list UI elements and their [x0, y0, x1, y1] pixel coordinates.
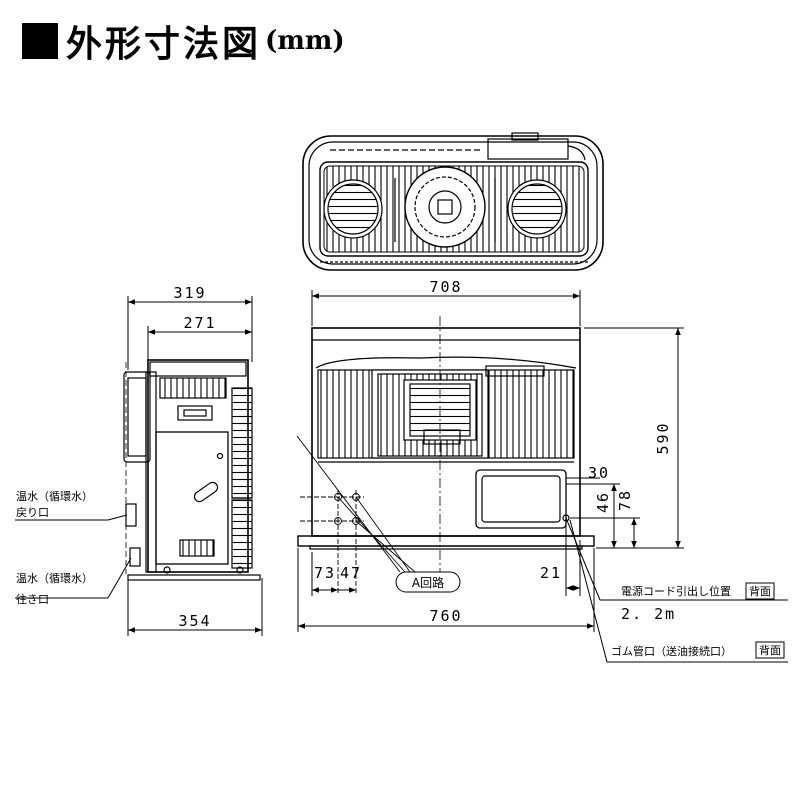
dim-47: 47	[340, 564, 362, 582]
square-bullet-icon	[22, 23, 58, 59]
dim-73: 73	[314, 564, 336, 582]
dim-78: 78	[616, 489, 634, 511]
supply-label-2: 往き口	[16, 592, 49, 606]
side-view	[123, 359, 261, 581]
front-dimensions	[297, 290, 788, 663]
circuit-a-ports	[296, 435, 416, 595]
return-label-2: 戻り口	[16, 506, 49, 519]
circuit-a-label: A回路	[412, 575, 444, 590]
rubber-pipe-label: ゴム管口（送油接続口）	[611, 644, 732, 658]
power-badge-frame	[745, 582, 775, 600]
power-cord-label: 電源コード引出し位置	[621, 584, 731, 598]
front-view	[297, 327, 595, 550]
dim-319: 319	[173, 284, 206, 302]
dim-708: 708	[429, 278, 462, 296]
page-title: 外形寸法図 (mm)	[22, 18, 345, 65]
dim-30: 30	[588, 464, 610, 482]
dim-46: 46	[594, 491, 612, 513]
dim-590: 590	[654, 421, 672, 454]
cord-length: 2. 2m	[621, 605, 676, 623]
top-view	[302, 132, 604, 271]
circuit-a-frame	[395, 571, 461, 593]
dim-760: 760	[429, 607, 462, 625]
pipe-badge-frame	[755, 641, 785, 659]
return-label-1: 温水（循環水）	[16, 490, 93, 503]
title-unit: (mm)	[265, 26, 345, 56]
rubber-pipe-badge: 背面	[759, 643, 781, 657]
power-cord-badge: 背面	[749, 584, 771, 598]
title-text: 外形寸法図	[66, 24, 262, 65]
supply-label-1: 温水（循環水）	[16, 572, 93, 585]
dim-271: 271	[183, 314, 216, 332]
dim-354: 354	[178, 612, 211, 630]
dim-21: 21	[540, 564, 562, 582]
side-dimensions	[15, 296, 263, 636]
